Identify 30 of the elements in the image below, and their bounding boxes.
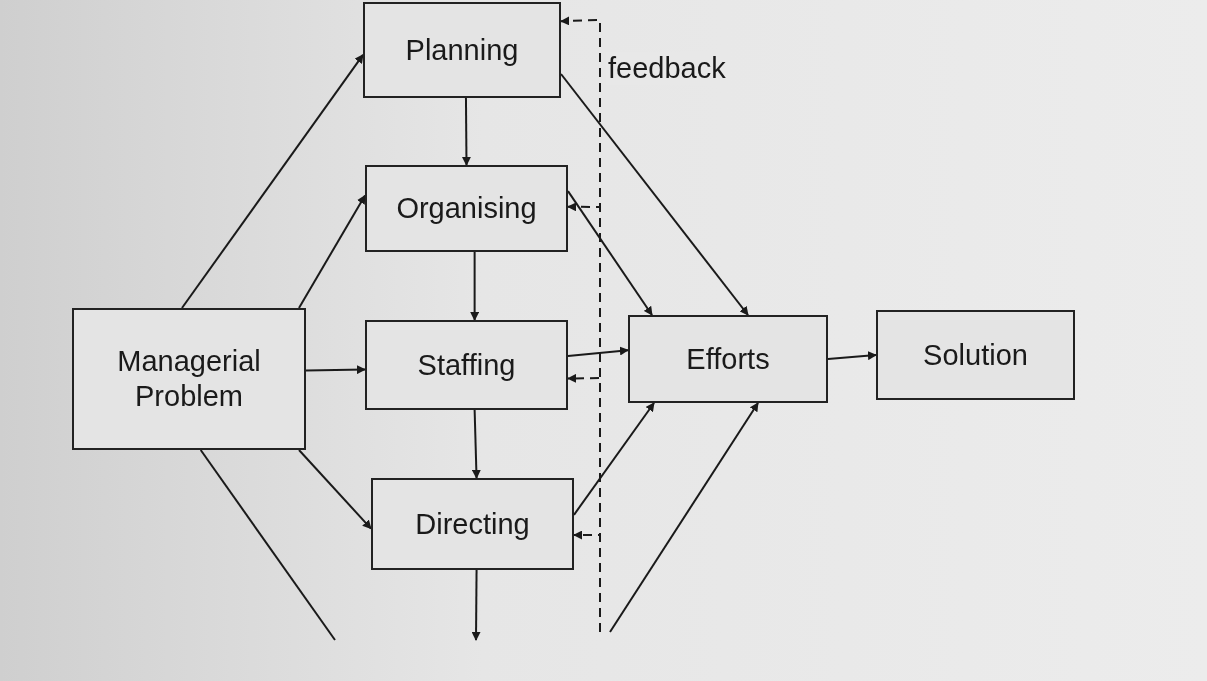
- arrow: [471, 569, 481, 641]
- arrow: [298, 449, 372, 530]
- process-box: [365, 320, 568, 410]
- node-label: Planning: [405, 32, 519, 68]
- process-box: [628, 315, 828, 403]
- node-label: Efforts: [686, 341, 770, 377]
- arrow: [609, 402, 759, 633]
- node-label: Directing: [415, 506, 530, 542]
- process-box: [72, 308, 306, 450]
- arrow: [471, 409, 481, 479]
- arrow: [470, 251, 480, 321]
- node-label: Solution: [923, 337, 1028, 373]
- connector-line: [199, 449, 336, 641]
- arrow: [827, 351, 877, 361]
- process-box: [363, 2, 561, 98]
- arrow: [567, 190, 653, 316]
- process-box: [365, 165, 568, 252]
- process-box: [876, 310, 1075, 400]
- node-label: Organising: [396, 191, 537, 226]
- arrow: [298, 194, 366, 309]
- arrow: [461, 97, 471, 166]
- arrow: [560, 73, 749, 316]
- node-label: Managerial Problem: [116, 344, 262, 414]
- node-label: Staffing: [417, 347, 516, 383]
- arrow: [567, 346, 629, 357]
- feedback-arrow: [573, 530, 601, 633]
- arrow: [305, 365, 366, 375]
- process-box: [371, 478, 574, 570]
- arrow: [181, 53, 364, 309]
- arrow: [573, 402, 655, 516]
